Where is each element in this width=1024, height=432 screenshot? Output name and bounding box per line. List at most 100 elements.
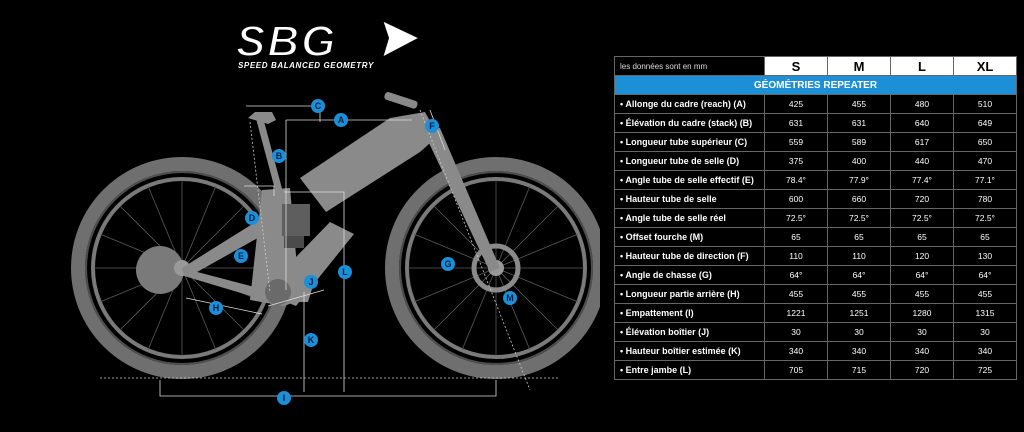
cell-s: 30: [764, 322, 828, 342]
row-label: • Offset fourche (M): [614, 227, 765, 247]
marker-label-I: I: [283, 393, 286, 403]
cell-xl: 470: [953, 151, 1017, 171]
cell-m: 64°: [827, 265, 891, 285]
shock-absorber: [282, 204, 310, 248]
marker-G: G: [441, 257, 455, 271]
row-label: • Angle tube de selle réel: [614, 208, 765, 228]
cell-s: 72.5°: [764, 208, 828, 228]
table-row: • Angle tube de selle effectif (E)78.4°7…: [614, 170, 1017, 190]
size-XL: XL: [953, 56, 1017, 76]
cell-s: 375: [764, 151, 828, 171]
cell-l: 65: [890, 227, 954, 247]
logo-arrow: [380, 18, 422, 60]
row-label: • Allonge du cadre (reach) (A): [614, 94, 765, 114]
marker-B: B: [272, 149, 286, 163]
cell-m: 455: [827, 94, 891, 114]
cell-l: 640: [890, 113, 954, 133]
cell-s: 64°: [764, 265, 828, 285]
cell-m: 72.5°: [827, 208, 891, 228]
measurement-lines: [159, 105, 497, 397]
marker-label-B: B: [276, 151, 283, 161]
row-label: • Angle tube de selle effectif (E): [614, 170, 765, 190]
cell-s: 110: [764, 246, 828, 266]
cell-m: 65: [827, 227, 891, 247]
row-label: • Hauteur boîtier estimée (K): [614, 341, 765, 361]
marker-L: L: [338, 265, 352, 279]
row-label: • Élévation du cadre (stack) (B): [614, 113, 765, 133]
cell-xl: 30: [953, 322, 1017, 342]
cell-l: 120: [890, 246, 954, 266]
cell-xl: 725: [953, 360, 1017, 380]
cell-l: 64°: [890, 265, 954, 285]
marker-label-M: M: [506, 293, 514, 303]
row-label: • Longueur tube de selle (D): [614, 151, 765, 171]
axis-lines: [100, 109, 560, 391]
cell-m: 400: [827, 151, 891, 171]
marker-label-A: A: [338, 115, 345, 125]
marker-E: E: [234, 249, 248, 263]
marker-label-G: G: [444, 259, 451, 269]
row-label: • Angle de chasse (G): [614, 265, 765, 285]
cell-m: 455: [827, 284, 891, 304]
cell-xl: 780: [953, 189, 1017, 209]
cell-xl: 650: [953, 132, 1017, 152]
marker-C: C: [311, 99, 325, 113]
cell-l: 455: [890, 284, 954, 304]
marker-label-E: E: [238, 251, 244, 261]
cell-s: 425: [764, 94, 828, 114]
row-label: • Longueur tube supérieur (C): [614, 132, 765, 152]
marker-D: D: [245, 211, 259, 225]
marker-I: I: [277, 391, 291, 405]
cell-l: 617: [890, 132, 954, 152]
cell-l: 1280: [890, 303, 954, 323]
cell-xl: 65: [953, 227, 1017, 247]
cell-m: 589: [827, 132, 891, 152]
row-label: • Empattement (I): [614, 303, 765, 323]
bike-diagram: A B C D E F G H I J K L M: [71, 92, 600, 405]
cell-m: 340: [827, 341, 891, 361]
row-label: • Hauteur tube de selle: [614, 189, 765, 209]
row-label: • Hauteur tube de direction (F): [614, 246, 765, 266]
marker-K: K: [304, 333, 318, 347]
marker-label-D: D: [249, 213, 256, 223]
cell-xl: 72.5°: [953, 208, 1017, 228]
cell-s: 78.4°: [764, 170, 828, 190]
cell-s: 705: [764, 360, 828, 380]
cell-m: 1251: [827, 303, 891, 323]
table-row: • Angle de chasse (G)64°64°64°64°: [614, 265, 1017, 285]
cell-l: 440: [890, 151, 954, 171]
units-note: les données sont en mm: [614, 56, 765, 76]
marker-label-C: C: [315, 101, 322, 111]
cell-s: 559: [764, 132, 828, 152]
marker-A: A: [334, 113, 348, 127]
cell-m: 631: [827, 113, 891, 133]
cell-s: 631: [764, 113, 828, 133]
title-row: GÉOMÉTRIES REPEATER: [614, 75, 1017, 95]
cell-l: 720: [890, 189, 954, 209]
cell-l: 72.5°: [890, 208, 954, 228]
bike-frame: [182, 92, 500, 306]
cell-xl: 130: [953, 246, 1017, 266]
marker-label-L: L: [342, 267, 348, 277]
crank: [265, 279, 291, 305]
marker-H: H: [209, 301, 223, 315]
cell-xl: 649: [953, 113, 1017, 133]
cell-m: 660: [827, 189, 891, 209]
marker-label-H: H: [213, 303, 220, 313]
size-M: M: [827, 56, 891, 76]
row-label: • Entre jambe (L): [614, 360, 765, 380]
size-L: L: [890, 56, 954, 76]
logo-sub-text: SPEED BALANCED GEOMETRY: [238, 61, 374, 70]
